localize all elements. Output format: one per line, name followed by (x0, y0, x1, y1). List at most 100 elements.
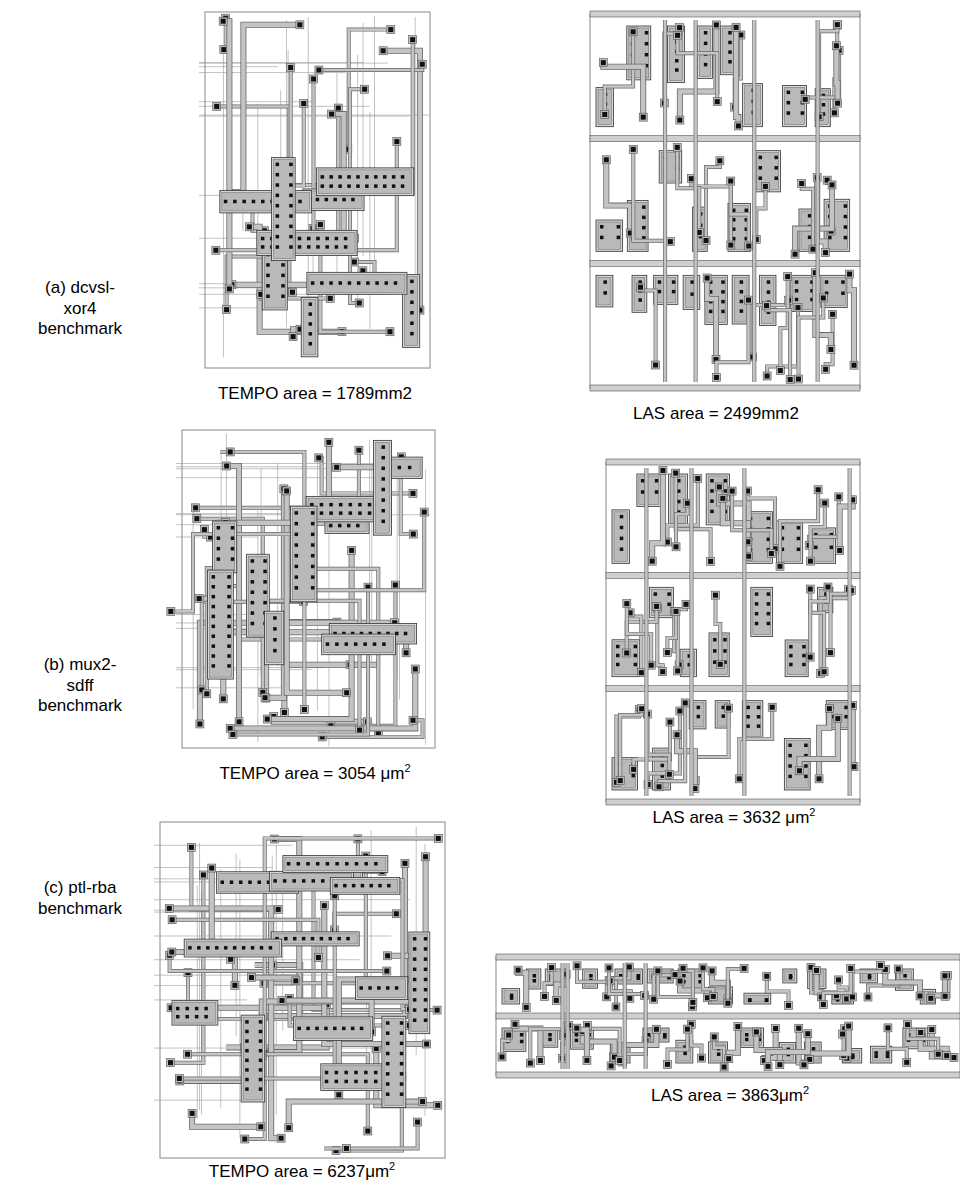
via-contact (602, 112, 607, 117)
via-contact (650, 559, 655, 564)
transistor-well (303, 299, 316, 354)
via-pad (832, 42, 840, 50)
diffusion-contact (342, 198, 346, 202)
diffusion-contact (212, 654, 216, 658)
via-pad (379, 47, 387, 55)
via-contact (631, 147, 636, 152)
diffusion-contact (400, 1072, 404, 1076)
diffusion-contact (333, 198, 337, 202)
via-contact (232, 983, 237, 988)
via-contact (214, 104, 219, 109)
via-contact (660, 468, 665, 473)
via-pad (384, 952, 392, 960)
transistor-well (384, 1018, 404, 1105)
via-contact (420, 62, 425, 67)
track-line (220, 869, 221, 1107)
via-pad (676, 707, 684, 715)
diffusion-contact (245, 1068, 249, 1072)
metal-wire-edge (716, 595, 721, 664)
via-pad (812, 966, 820, 974)
transistor-diffusion (271, 932, 359, 946)
via-pad (387, 26, 395, 34)
transistor-well (528, 971, 539, 987)
diffusion-contact (844, 236, 848, 240)
diffusion-contact (364, 862, 368, 866)
diffusion-contact (386, 986, 390, 990)
metal-wire (695, 708, 728, 780)
via-pad (834, 715, 842, 723)
via-contact (823, 367, 828, 372)
via-contact (835, 23, 840, 28)
diffusion-contact (325, 237, 329, 241)
via-pad (225, 285, 233, 293)
transistor-diffusion (172, 1001, 218, 1025)
diffusion-contact (342, 1027, 346, 1031)
diffusion-contact (413, 968, 417, 972)
via-contact (290, 290, 295, 295)
metal-wire (716, 595, 721, 664)
cell-boundary (160, 822, 445, 1158)
diffusion-contact (339, 511, 343, 515)
diffusion-contact (822, 103, 826, 107)
via-pad (522, 1003, 530, 1011)
via-pad (325, 438, 333, 446)
metal-wire (252, 978, 296, 981)
via-contact (334, 465, 339, 470)
via-pad (409, 489, 417, 497)
diffusion-contact (245, 1078, 249, 1082)
via-pad (167, 1059, 175, 1067)
via-pad (654, 967, 662, 975)
metal-wire-edge (634, 722, 670, 769)
diffusion-contact (315, 1027, 319, 1031)
via-contact (639, 670, 644, 675)
transistor-diffusion (382, 1016, 406, 1107)
transistor-diffusion (612, 510, 630, 563)
via-contact (714, 22, 719, 27)
via-pad (414, 1118, 422, 1126)
diffusion-contact (231, 526, 235, 530)
via-contact (711, 994, 716, 999)
via-pad (601, 110, 609, 118)
transistor-well (319, 170, 412, 194)
track-line (154, 959, 360, 960)
diffusion-contact (801, 111, 805, 115)
via-contact (194, 516, 199, 521)
diffusion-contact (723, 638, 727, 642)
diffusion-contact (245, 1049, 249, 1053)
diffusion-contact (638, 298, 642, 302)
diffusion-contact (386, 1021, 390, 1025)
via-contact (221, 47, 226, 52)
metal-wire-edge (284, 665, 377, 713)
diffusion-contact (321, 184, 325, 188)
metal-wire-edge (885, 969, 920, 996)
diffusion-contact (338, 184, 342, 188)
diffusion-contact (364, 1071, 368, 1075)
track-line (369, 112, 370, 329)
via-contact (695, 476, 700, 481)
via-contact (326, 440, 331, 445)
via-contact (677, 118, 682, 123)
via-pad (192, 504, 200, 512)
via-pad (814, 486, 822, 494)
via-pad (916, 992, 924, 1000)
transistor-diffusion (272, 158, 296, 261)
via-contact (822, 501, 827, 506)
diffusion-contact (325, 198, 329, 202)
diffusion-contact (339, 503, 343, 507)
diffusion-contact (329, 524, 333, 528)
via-contact (689, 176, 694, 181)
via-pad (708, 967, 716, 975)
metal-wire-edge (676, 503, 688, 547)
diffusion-contact (617, 225, 621, 229)
via-pad (821, 499, 829, 507)
via-pad (203, 690, 211, 698)
via-pad (728, 487, 736, 495)
diffusion-contact (212, 615, 216, 619)
via-pad (326, 294, 334, 302)
via-pad (280, 709, 288, 717)
diffusion-contact (251, 622, 255, 626)
diffusion-contact (295, 511, 299, 515)
diffusion-contact (368, 503, 372, 507)
diffusion-contact (413, 937, 417, 941)
metal-wire (652, 471, 663, 562)
